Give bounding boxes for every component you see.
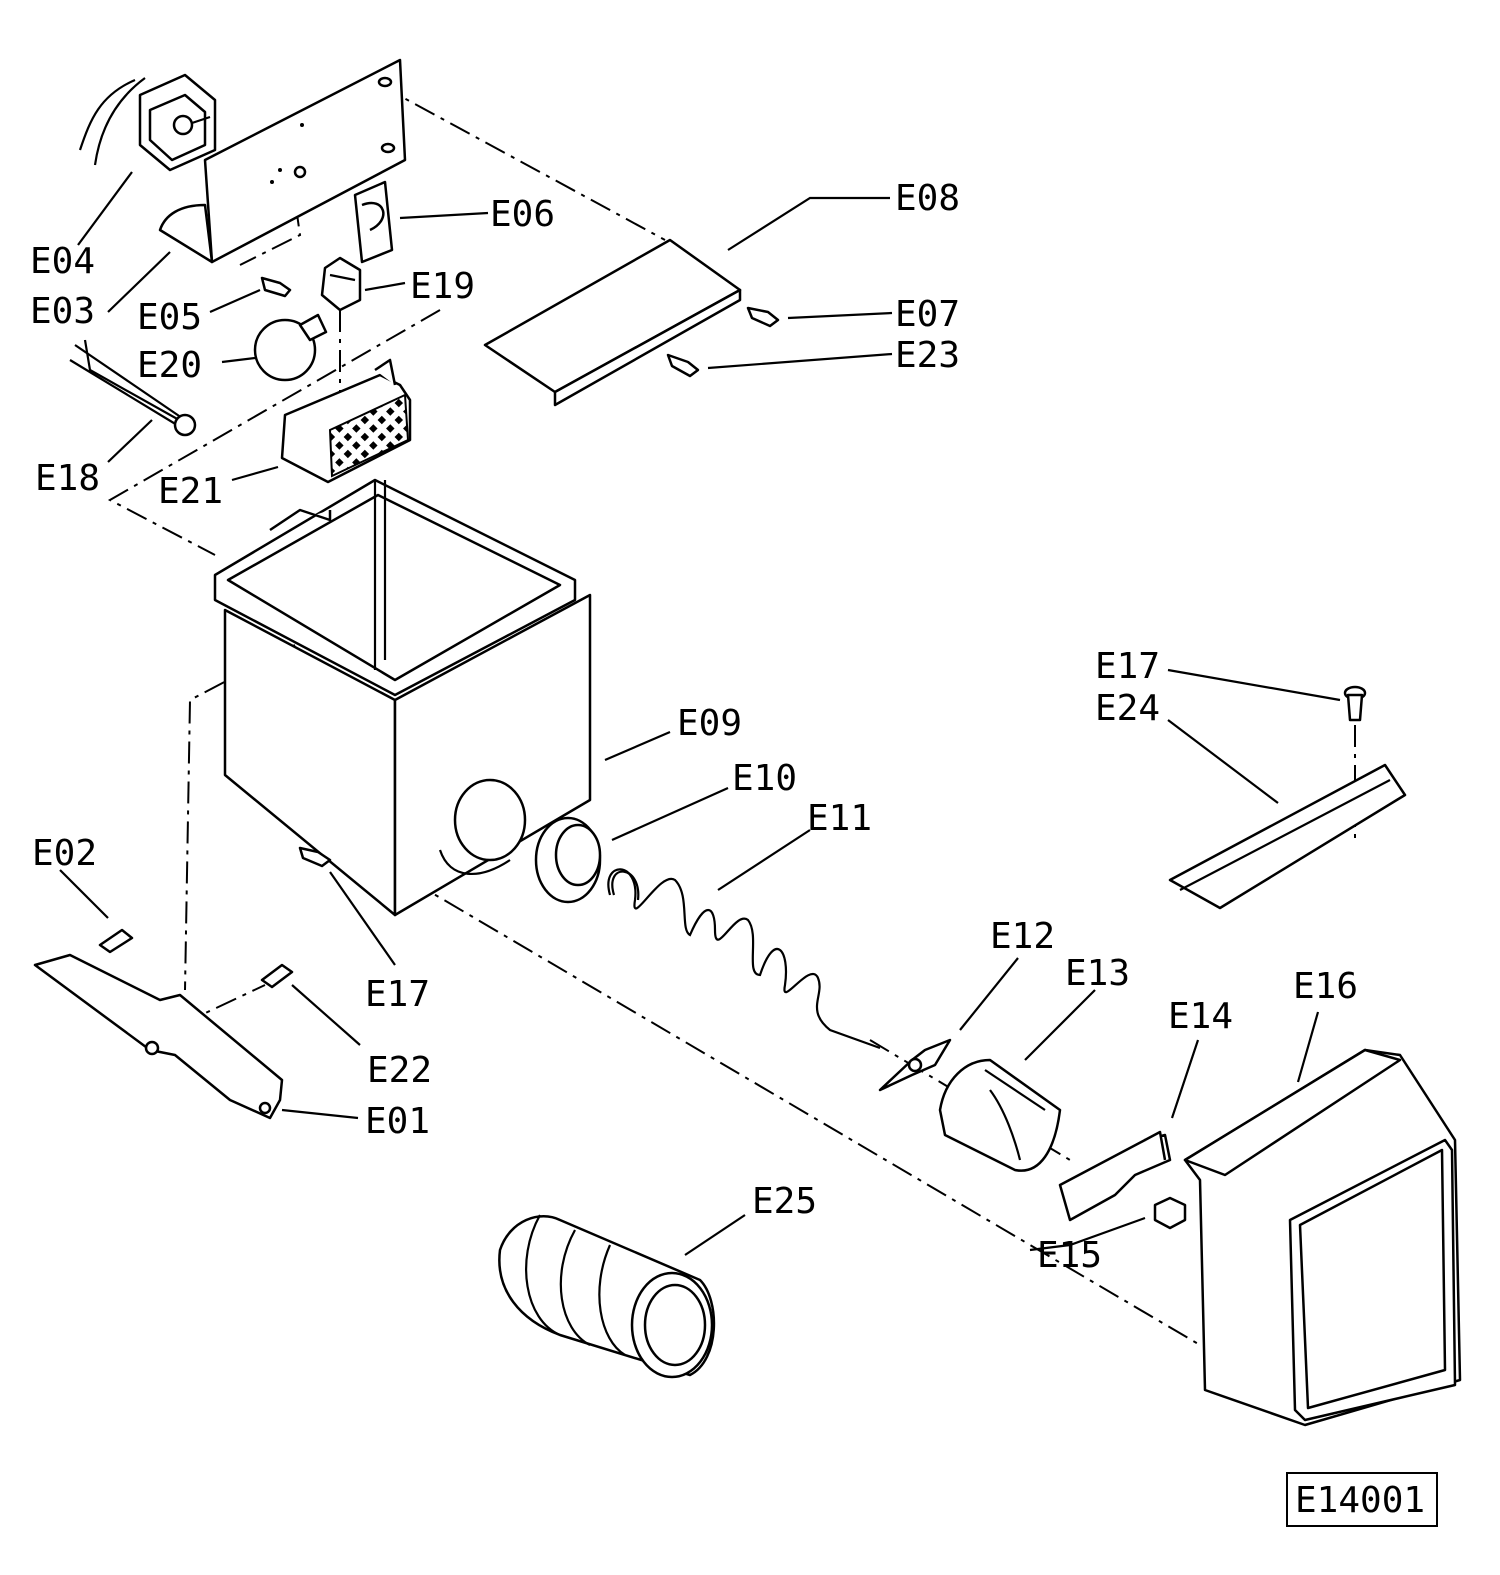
callout-e21: E21 <box>158 471 223 512</box>
callout-e08: E08 <box>895 178 960 219</box>
cover-plate-part <box>483 238 742 407</box>
diagram-id: E14001 <box>1295 1480 1425 1521</box>
shelf-part <box>1168 763 1407 910</box>
clip-part <box>353 180 394 264</box>
lamp-socket-part <box>320 256 362 312</box>
rubber-boot-part <box>498 1214 716 1379</box>
callout-e12: E12 <box>990 916 1055 957</box>
screw-e17-part <box>298 846 332 868</box>
screw-e23-part <box>666 353 700 378</box>
callout-labels: E04 E03 E05 E06 E19 E20 E18 E21 E08 E07 … <box>30 178 1358 1276</box>
crusher-housing-part <box>938 1058 1062 1172</box>
diagram-id-box: E14001 <box>1286 1472 1438 1527</box>
screw-e05-part <box>260 276 292 298</box>
callout-e03: E03 <box>30 291 95 332</box>
callout-e05: E05 <box>137 297 202 338</box>
callout-e09: E09 <box>677 703 742 744</box>
callout-e04: E04 <box>30 241 95 282</box>
callout-e14: E14 <box>1168 996 1233 1037</box>
auger-motor-housing-part <box>1183 1048 1462 1427</box>
leader-lines <box>59 171 1341 1256</box>
auger-cap-part <box>534 816 602 904</box>
blade-part <box>878 1038 952 1092</box>
wire-harness-part <box>69 339 197 437</box>
callout-e01: E01 <box>365 1101 430 1142</box>
callout-e11: E11 <box>807 798 872 839</box>
callout-e20: E20 <box>137 345 202 386</box>
callout-e18: E18 <box>35 458 100 499</box>
callout-e17: E17 <box>365 974 430 1015</box>
screw-e17-shelf-part <box>1343 685 1367 722</box>
mounting-bracket-part <box>1058 1130 1172 1222</box>
callout-e16: E16 <box>1293 966 1358 1007</box>
callout-e25: E25 <box>752 1181 817 1222</box>
callout-e23: E23 <box>895 335 960 376</box>
callout-e17-shelf: E17 <box>1095 646 1160 687</box>
callout-e02: E02 <box>32 833 97 874</box>
ice-bin-part <box>213 478 592 917</box>
callout-e19: E19 <box>410 266 475 307</box>
callout-e13: E13 <box>1065 953 1130 994</box>
screw-e07-part <box>746 306 780 328</box>
motor-part <box>78 73 217 172</box>
lever-part <box>33 953 284 1120</box>
callout-e10: E10 <box>732 758 797 799</box>
callout-e22: E22 <box>367 1050 432 1091</box>
callout-e07: E07 <box>895 294 960 335</box>
bracket-plate-part <box>158 58 407 264</box>
light-bulb-part <box>253 313 328 382</box>
callout-e15: E15 <box>1037 1235 1102 1276</box>
screw-e02-part <box>98 928 134 954</box>
screw-e22-part <box>260 963 294 989</box>
auger-spring-part <box>607 868 881 1050</box>
nut-part <box>1153 1196 1187 1230</box>
callout-e24: E24 <box>1095 688 1160 729</box>
assembly-lines <box>107 84 1356 1346</box>
callout-e06: E06 <box>490 194 555 235</box>
bulb-guard-part <box>280 358 412 484</box>
